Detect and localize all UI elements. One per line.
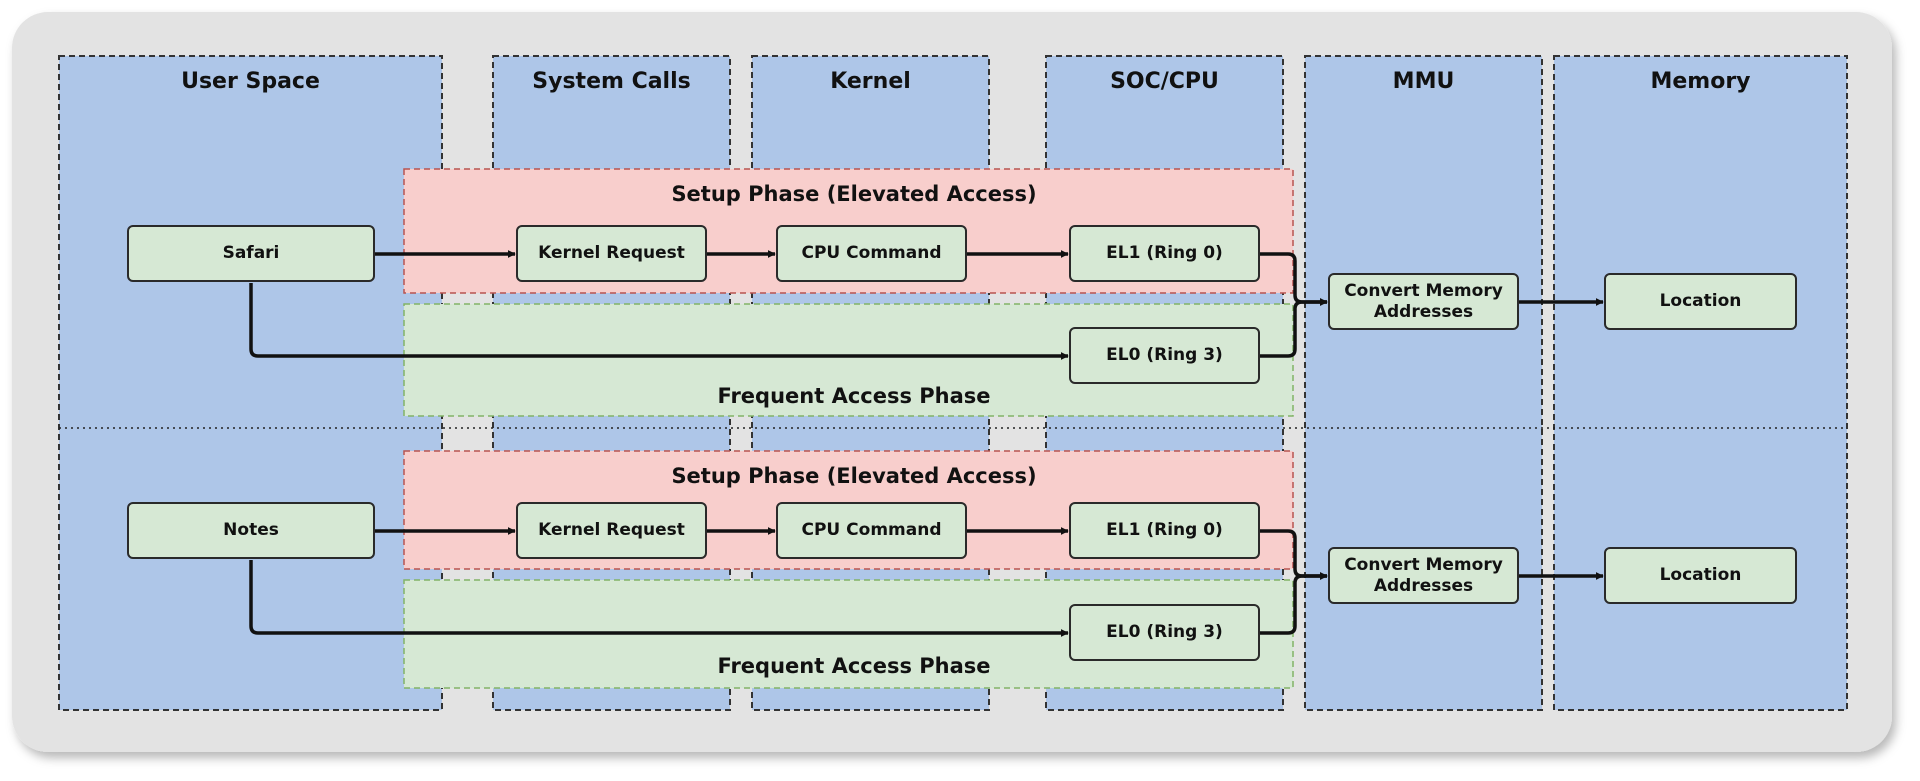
node-location-2-label: Location <box>1659 565 1742 585</box>
node-location-1: Location <box>1604 273 1797 330</box>
lane-title-soc-cpu: SOC/CPU <box>1110 69 1219 94</box>
arrow-safari-to-el0 <box>249 283 1069 360</box>
node-cpu-command-2-label: CPU Command <box>801 520 942 540</box>
node-cpu-command-2: CPU Command <box>776 502 967 559</box>
node-el1-1: EL1 (Ring 0) <box>1069 225 1260 282</box>
lane-title-memory: Memory <box>1650 69 1751 94</box>
node-el1-2-label: EL1 (Ring 0) <box>1106 520 1223 540</box>
setup-phase-title-1: Setup Phase (Elevated Access) <box>671 182 1037 206</box>
node-el0-2: EL0 (Ring 3) <box>1069 604 1260 661</box>
node-convert-memory-1-label: Convert Memory Addresses <box>1344 280 1503 322</box>
arrow-el0-to-convert-2 <box>1260 572 1328 635</box>
node-convert-memory-2: Convert Memory Addresses <box>1328 547 1519 604</box>
node-notes: Notes <box>127 502 375 559</box>
lane-title-user-space: User Space <box>181 69 320 94</box>
node-el0-1-label: EL0 (Ring 3) <box>1106 345 1223 365</box>
lane-mmu <box>1304 55 1543 711</box>
node-cpu-command-1: CPU Command <box>776 225 967 282</box>
lane-title-kernel: Kernel <box>830 69 911 94</box>
node-kernel-request-2-label: Kernel Request <box>538 520 685 540</box>
arrow-el0-to-convert-1 <box>1260 298 1328 358</box>
node-el0-2-label: EL0 (Ring 3) <box>1106 622 1223 642</box>
setup-phase-title-2: Setup Phase (Elevated Access) <box>671 464 1037 488</box>
lane-title-system-calls: System Calls <box>532 69 691 94</box>
node-safari: Safari <box>127 225 375 282</box>
node-el1-1-label: EL1 (Ring 0) <box>1106 243 1223 263</box>
node-el1-2: EL1 (Ring 0) <box>1069 502 1260 559</box>
node-el0-1: EL0 (Ring 3) <box>1069 327 1260 384</box>
lane-memory <box>1553 55 1848 711</box>
node-kernel-request-2: Kernel Request <box>516 502 707 559</box>
node-location-1-label: Location <box>1659 291 1742 311</box>
node-convert-memory-1: Convert Memory Addresses <box>1328 273 1519 330</box>
lane-title-mmu: MMU <box>1392 69 1455 94</box>
node-cpu-command-1-label: CPU Command <box>801 243 942 263</box>
node-kernel-request-1-label: Kernel Request <box>538 243 685 263</box>
frequent-phase-title-1: Frequent Access Phase <box>717 384 991 408</box>
node-convert-memory-2-label: Convert Memory Addresses <box>1344 554 1503 596</box>
node-safari-label: Safari <box>222 243 280 263</box>
node-notes-label: Notes <box>223 520 279 540</box>
node-kernel-request-1: Kernel Request <box>516 225 707 282</box>
arrow-notes-to-el0 <box>249 560 1069 637</box>
node-location-2: Location <box>1604 547 1797 604</box>
frequent-phase-title-2: Frequent Access Phase <box>717 654 991 678</box>
